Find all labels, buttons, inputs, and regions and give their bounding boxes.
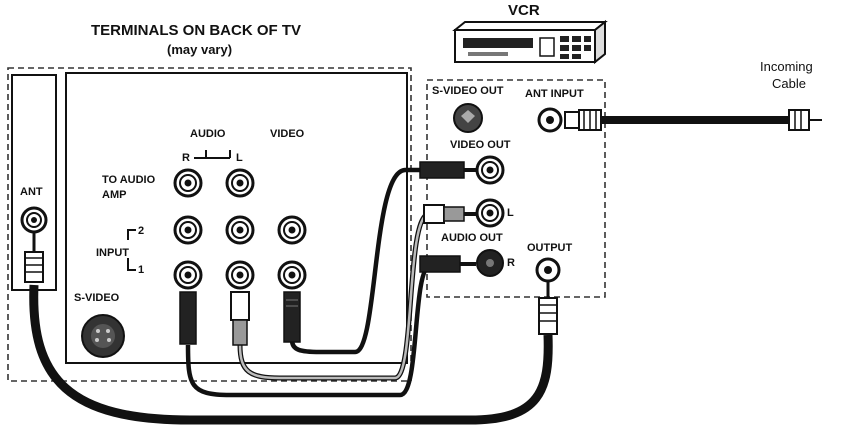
tv-terminals-title: TERMINALS ON BACK OF TV (91, 22, 301, 39)
input-2-label: 2 (138, 225, 145, 237)
vcr-output-label: OUTPUT (527, 242, 573, 254)
jack-input1-r (173, 260, 203, 290)
vcr-s-video-out-jack (453, 103, 483, 133)
vcr-title: VCR (508, 2, 540, 19)
audio-l-cable (230, 204, 477, 381)
tv-s-video-label: S-VIDEO (74, 292, 120, 304)
jack-input2-r (173, 215, 203, 245)
vcr-jacks (453, 103, 563, 283)
jack-input2-video (277, 215, 307, 245)
input-bracket (127, 229, 136, 271)
input-label: INPUT (96, 247, 129, 259)
vcr-ant-input-label: ANT INPUT (525, 88, 584, 100)
audio-l-label: L (236, 152, 243, 164)
vcr-video-out-jack (475, 155, 505, 185)
vcr-device-icon (452, 19, 608, 65)
to-audio-amp-label-2: AMP (102, 189, 127, 201)
video-label: VIDEO (270, 128, 305, 140)
tv-ant-label: ANT (20, 186, 43, 198)
jack-input1-video (277, 260, 307, 290)
tv-ant-jack (20, 206, 48, 234)
vcr-panel (426, 79, 606, 298)
vcr-audio-out-label: AUDIO OUT (441, 232, 503, 244)
antenna-loop-cable (24, 232, 558, 425)
vcr-audio-out-r-jack (476, 249, 504, 277)
audio-rl-bracket (194, 150, 231, 159)
jack-to-audio-amp-l (225, 168, 255, 198)
vcr-audio-l-label: L (507, 207, 514, 219)
incoming-cable-label-2: Cable (772, 76, 806, 91)
vcr-s-video-out-label: S-VIDEO OUT (432, 85, 504, 97)
jack-input1-l (225, 260, 255, 290)
vcr-audio-r-label: R (507, 257, 515, 269)
incoming-cable-label-1: Incoming (760, 59, 813, 74)
to-audio-amp-label-1: TO AUDIO (102, 174, 156, 186)
jack-to-audio-amp-r (173, 168, 203, 198)
tv-outer-frame (7, 67, 412, 382)
video-cable (283, 161, 477, 355)
vcr-ant-input-jack (537, 107, 563, 133)
tv-terminals-subtitle: (may vary) (167, 42, 233, 57)
tv-s-video-jack (81, 314, 125, 358)
vcr-video-out-label: VIDEO OUT (450, 139, 511, 151)
incoming-cable (564, 109, 822, 131)
audio-r-label: R (182, 152, 190, 164)
jack-input2-l (225, 215, 255, 245)
input-1-label: 1 (138, 264, 145, 276)
audio-label: AUDIO (190, 128, 226, 140)
vcr-audio-out-l-jack (475, 198, 505, 228)
audio-r-cable (179, 255, 476, 398)
vcr-output-jack (535, 257, 561, 283)
